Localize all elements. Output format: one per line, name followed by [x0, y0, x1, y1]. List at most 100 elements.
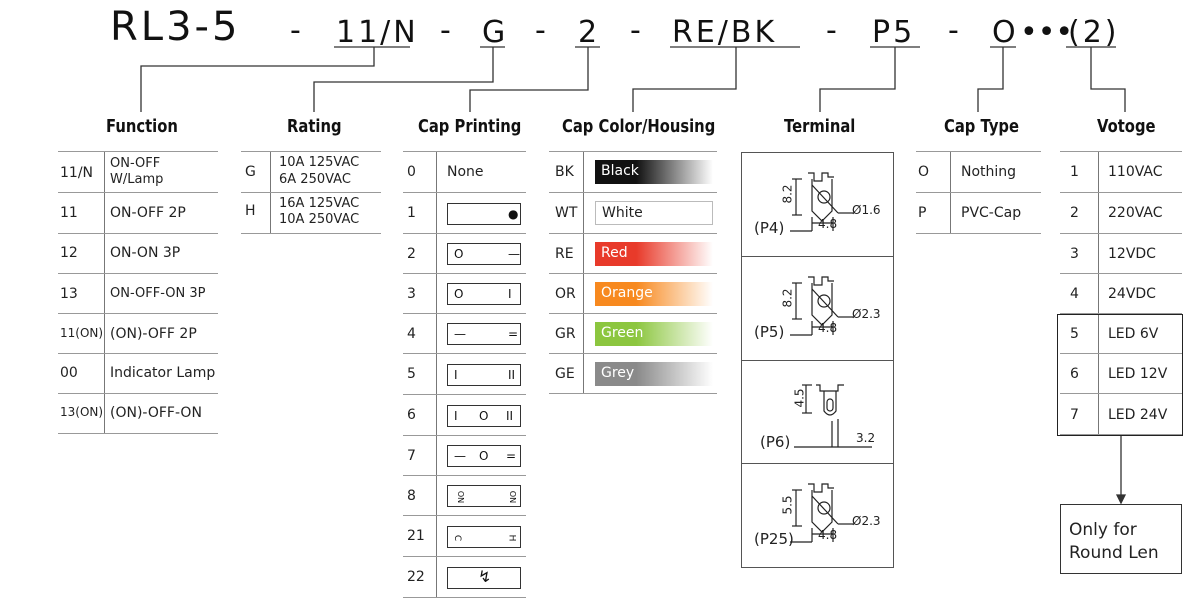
voltage-desc: LED 6V	[1108, 326, 1159, 342]
cap-printing-symbol: H	[506, 534, 517, 541]
color-swatch: Orange	[595, 282, 713, 306]
function-desc: (ON)-OFF 2P	[110, 326, 197, 342]
cap-printing-symbol-box: ●	[447, 202, 521, 225]
function-code: 11/N	[60, 165, 94, 181]
cap-printing-symbol: C	[452, 534, 463, 541]
voltage-code: 5	[1070, 326, 1079, 342]
rating-line1: 10A 125VAC	[279, 155, 360, 170]
function-code: 13(ON)	[60, 405, 104, 419]
function-code: 13	[60, 286, 78, 302]
cap-color-name: Green	[601, 325, 644, 341]
cap-type-desc: Nothing	[961, 164, 1017, 180]
terminal-diagram: (P6) 4.5 3.2	[741, 360, 894, 464]
terminal-drawing	[794, 384, 872, 448]
table-row: GR Green	[549, 314, 717, 354]
cap-color-code: BK	[555, 164, 574, 180]
code-dash: -	[535, 13, 546, 48]
cap-printing-symbol: O	[454, 287, 464, 301]
terminal-height: 4.5	[792, 388, 807, 408]
table-row: 4—=	[403, 314, 526, 354]
cap-color-code: GE	[555, 366, 575, 382]
color-swatch: Grey	[595, 362, 713, 386]
cap-type-desc: PVC-Cap	[961, 205, 1022, 221]
terminal-width: 4.8	[818, 321, 838, 335]
cap-printing-text: None	[447, 164, 484, 180]
header-cap-color: Cap Color/Housing	[562, 116, 716, 137]
header-cap-printing: Cap Printing	[418, 116, 522, 137]
function-desc: ON-OFF	[110, 156, 161, 171]
code-cap-printing: 2	[578, 15, 601, 50]
cap-printing-code: 22	[407, 569, 425, 585]
function-desc: Indicator Lamp	[110, 365, 216, 381]
cap-printing-symbol: —	[454, 449, 466, 463]
voltage-code: 7	[1070, 407, 1079, 423]
cap-printing-symbol: ON	[456, 490, 466, 504]
note-box: Only for Round Len	[1060, 504, 1182, 574]
terminal-height: 5.5	[780, 495, 795, 515]
header-cap-type: Cap Type	[944, 116, 1020, 137]
terminal-drawing	[790, 276, 854, 336]
voltage-code: 6	[1070, 366, 1079, 382]
code-dash: -	[948, 13, 959, 48]
cap-printing-symbol: II	[508, 367, 516, 382]
terminal-width: 4.8	[818, 528, 838, 542]
cap-color-code: OR	[555, 286, 576, 302]
cap-printing-symbol: O	[479, 449, 489, 463]
color-swatch: Red	[595, 242, 713, 266]
cap-color-name: Red	[601, 245, 628, 261]
cap-printing-symbol-box: ↯	[447, 566, 521, 589]
terminal-diameter: Ø2.3	[852, 307, 881, 321]
cap-printing-symbol-box: O—	[447, 243, 521, 265]
code-dash: -	[826, 13, 837, 48]
table-row: 22 ↯	[403, 557, 526, 598]
cap-printing-symbol: —	[454, 327, 466, 341]
code-dash: -	[290, 13, 301, 48]
table-row: 5 LED 6V	[1060, 314, 1182, 354]
voltage-code: 2	[1070, 205, 1079, 221]
rating-line2: 10A 250VAC	[279, 212, 360, 227]
code-dash: -	[440, 13, 451, 48]
code-rating: G	[482, 15, 509, 50]
cap-color-code: GR	[555, 326, 576, 342]
voltage-desc: 12VDC	[1108, 246, 1156, 262]
function-code: 12	[60, 245, 78, 261]
cap-type-code: O	[918, 164, 930, 180]
header-function: Function	[106, 116, 178, 137]
voltage-desc: LED 12V	[1108, 366, 1168, 382]
terminal-label: (P6)	[760, 433, 791, 451]
cap-printing-code: 5	[407, 366, 416, 382]
terminal-label: (P4)	[754, 219, 785, 237]
table-row: 1●	[403, 193, 526, 234]
voltage-desc: 110VAC	[1108, 164, 1163, 180]
header-rating: Rating	[287, 116, 342, 137]
function-code: 11	[60, 205, 78, 221]
terminal-width: 3.2	[856, 431, 876, 445]
terminal-drawing	[790, 172, 854, 232]
cap-printing-code: 3	[407, 286, 416, 302]
function-desc: ON-OFF-ON 3P	[110, 286, 206, 301]
cap-printing-symbol: II	[506, 408, 514, 423]
cap-printing-symbol-box: —=	[447, 323, 521, 345]
code-dash: -	[630, 13, 641, 48]
function-desc: (ON)-OFF-ON	[110, 405, 202, 421]
cap-printing-symbol: ●	[508, 206, 519, 221]
cap-printing-code: 8	[407, 488, 416, 504]
terminal-diameter: Ø2.3	[852, 514, 881, 528]
terminal-height: 8.2	[780, 288, 795, 308]
color-swatch: Black	[595, 160, 713, 184]
table-row: 6 LED 12V	[1060, 354, 1182, 394]
cap-printing-symbol: ↯	[478, 566, 492, 586]
